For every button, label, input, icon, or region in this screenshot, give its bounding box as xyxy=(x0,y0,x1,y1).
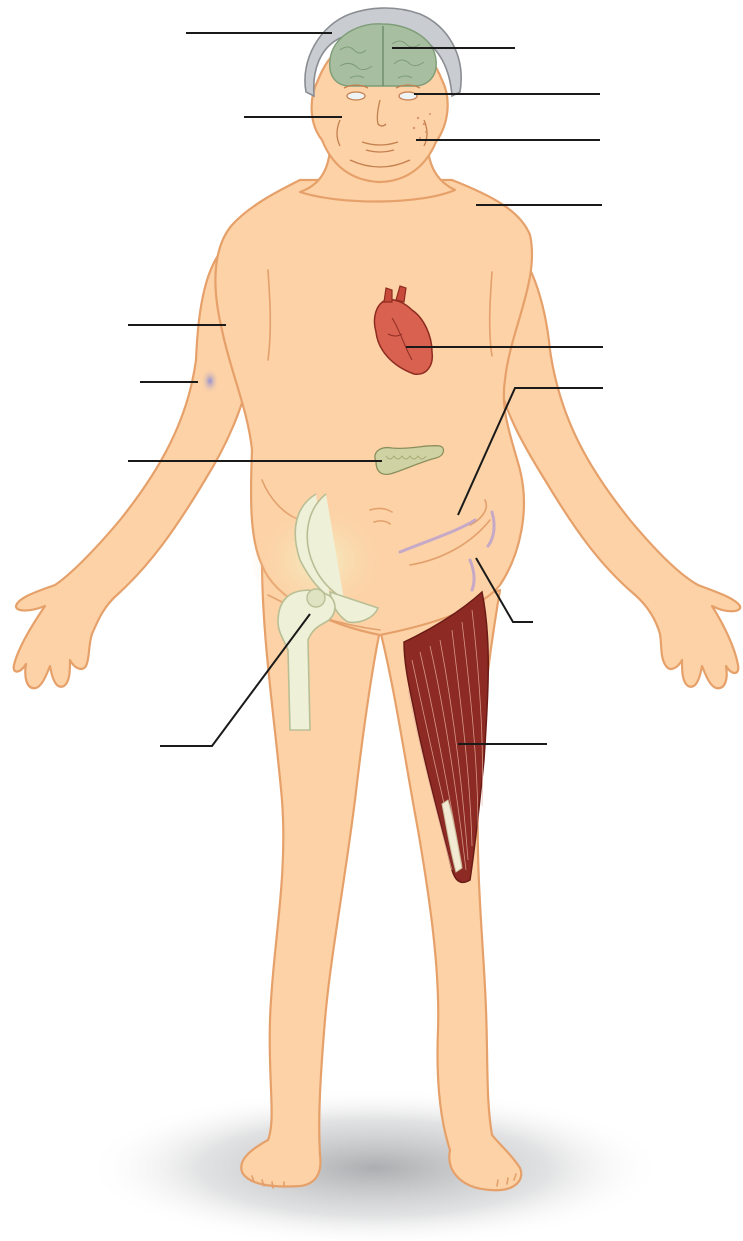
arm-bruise xyxy=(201,368,219,394)
left-arm xyxy=(14,240,248,688)
right-arm xyxy=(500,235,740,688)
floor-shadow xyxy=(85,1088,665,1241)
